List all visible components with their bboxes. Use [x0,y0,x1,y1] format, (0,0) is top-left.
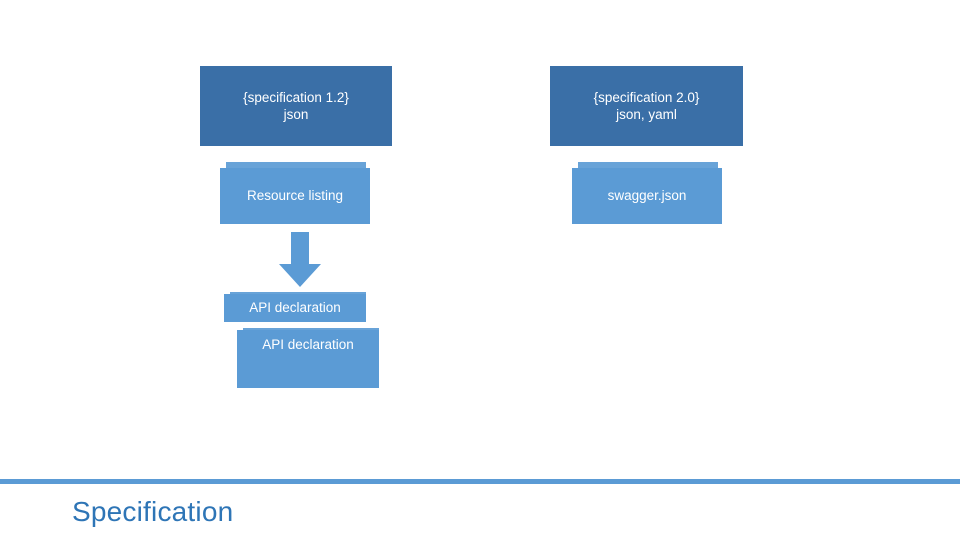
resource-listing-card: Resource listing [220,168,370,224]
api-declaration-2-label: API declaration [262,337,354,353]
swagger-json-label: swagger.json [607,188,687,204]
spec-20-header-box: {specification 2.0} json, yaml [550,66,743,146]
footer-accent-band [0,479,960,484]
spec-20-header-line2: json, yaml [616,107,677,122]
spec-12-header-line1: {specification 1.2} [243,89,349,105]
api-declaration-1-card: API declaration [224,294,366,322]
spec-20-header-line1: {specification 2.0} [593,89,700,105]
spec-12-header-line2: json [283,107,309,122]
api-declaration-1-label: API declaration [249,300,341,316]
page-title: Specification [72,496,234,527]
resource-listing-label: Resource listing [246,188,344,204]
down-arrow-icon [278,232,322,288]
swagger-json-card: swagger.json [572,168,722,224]
api-declaration-2-card: API declaration [237,330,379,388]
spec-12-header-box: {specification 1.2} json [200,66,392,146]
